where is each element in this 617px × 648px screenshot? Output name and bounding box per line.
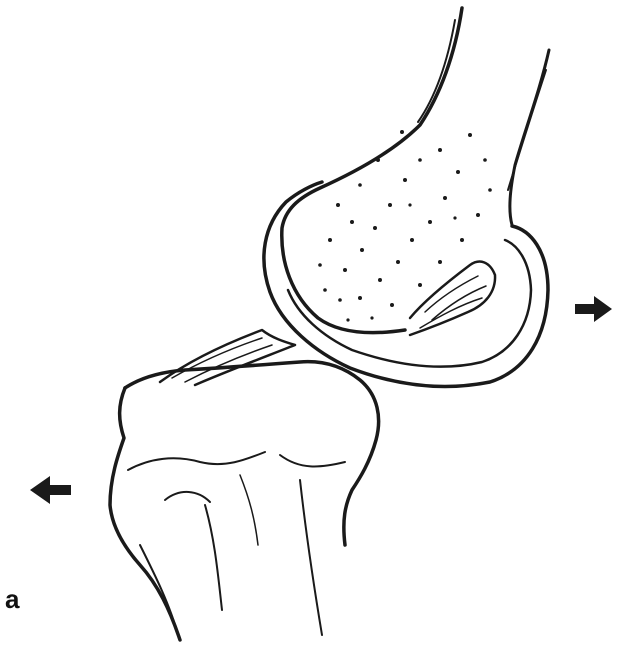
arrow-left-icon bbox=[30, 476, 71, 504]
tibia bbox=[110, 362, 379, 640]
arrow-right-icon bbox=[575, 296, 612, 322]
posterior-ligament bbox=[160, 330, 295, 385]
panel-label: a bbox=[5, 586, 19, 612]
femoral-cartilage-cap bbox=[264, 182, 548, 386]
femur bbox=[282, 8, 549, 333]
cruciate-ligament bbox=[410, 262, 495, 335]
bone-stippling bbox=[318, 130, 492, 322]
